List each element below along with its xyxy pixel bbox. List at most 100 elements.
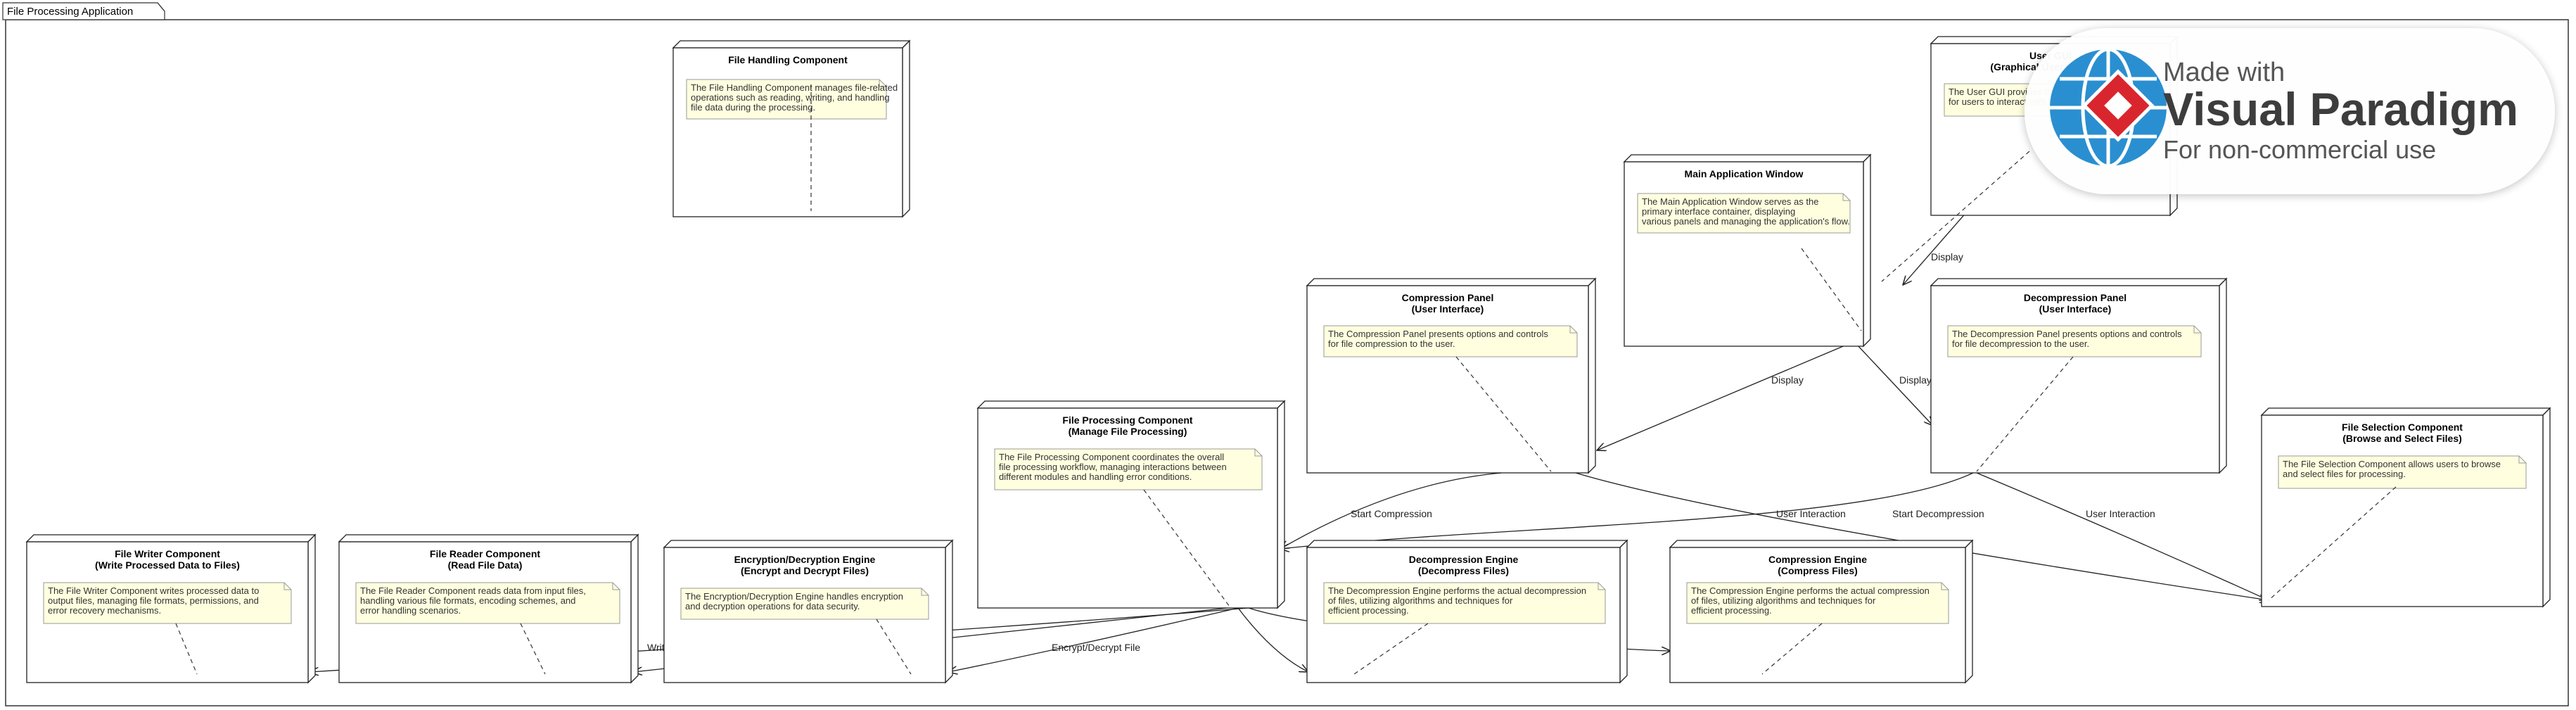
node-box [1624, 161, 1864, 347]
node-title: (Browse and Select Files) [2342, 433, 2462, 444]
watermark-line1: Made with [2163, 58, 2285, 87]
note-fold [612, 583, 620, 590]
visual-paradigm-watermark: Made with Visual Paradigm For non-commer… [2025, 28, 2555, 194]
node-box [672, 47, 903, 217]
node-title: (Read File Data) [448, 559, 523, 571]
edge-label: Display [1771, 374, 1804, 386]
note-anchor-line [876, 619, 912, 675]
edge-compression-panel-to-file-selection[interactable]: User Interaction [1575, 472, 2269, 600]
note: The File Selection Component allows user… [2278, 455, 2527, 489]
note-text: file data during the processing. [691, 102, 815, 113]
note-fold [1598, 583, 1605, 590]
node-box [2261, 414, 2544, 607]
node-top-face [1669, 540, 1974, 548]
node-side-face [630, 533, 639, 684]
note-anchor-line [520, 623, 546, 675]
note-fold [1569, 326, 1577, 334]
frame-title: File Processing Application [7, 6, 133, 18]
node-file-selection[interactable]: File Selection Component(Browse and Sele… [2260, 407, 2551, 608]
note-text: efficient processing. [1691, 605, 1772, 616]
edge-line [1280, 472, 1503, 549]
node-title: File Handling Component [728, 54, 848, 65]
edge-label: Display [1899, 374, 1932, 386]
node-title: Encryption/Decryption Engine [734, 554, 876, 565]
node-top-face [663, 540, 954, 548]
edge-label: Encrypt/Decrypt File [1052, 642, 1140, 653]
node-top-face [1306, 540, 1628, 548]
note: The Main Application Window serves as th… [1637, 193, 1851, 234]
node-compression-engine[interactable]: Compression Engine(Compress Files)The Co… [1669, 539, 1974, 684]
edge-decompression-panel-to-file-selection[interactable]: User Interaction [1976, 472, 2269, 600]
note-fold [879, 80, 886, 87]
note-text: The File Writer Component writes process… [48, 585, 259, 596]
node-side-face [1277, 400, 1285, 609]
note-body [1686, 582, 1949, 624]
note-text: error handling scenarios. [360, 605, 461, 616]
node-side-face [902, 39, 910, 218]
note: The Encryption/Decryption Engine handles… [680, 588, 929, 620]
note-anchor-line [1455, 356, 1552, 472]
node-file-processing[interactable]: File Processing Component(Manage File Pr… [976, 400, 1286, 609]
node-encryption-engine[interactable]: Encryption/Decryption Engine(Encrypt and… [663, 539, 954, 684]
edge-decompression-panel-to-file-processing[interactable]: Start Decompression [1280, 472, 1984, 549]
note-text: The Main Application Window serves as th… [1642, 196, 1818, 207]
note-anchor-line [1881, 151, 2030, 282]
note: The File Reader Component reads data fro… [355, 582, 620, 624]
node-top-face [338, 534, 639, 543]
node-title: (Manage File Processing) [1069, 426, 1187, 437]
node-decompression-engine[interactable]: Decompression Engine(Decompress Files) Th… [1306, 539, 1628, 684]
node-top-face [25, 534, 317, 543]
note-fold [1254, 449, 1262, 457]
note-text: handling various file formats, encoding … [360, 595, 575, 606]
node-top-face [1623, 154, 1872, 163]
note-text: for file compression to the user. [1328, 338, 1455, 349]
edge-main-window-to-decompression-panel[interactable]: Display [1856, 344, 1933, 426]
node-top-face [976, 400, 1286, 409]
note-body [680, 588, 929, 620]
note-text: The Encryption/Decryption Engine handles… [685, 591, 903, 602]
node-title: (Decompress Files) [1418, 565, 1509, 576]
note-text: The File Processing Component coordinate… [999, 452, 1224, 462]
node-compression-panel[interactable]: Compression Panel(User Interface)The Com… [1306, 277, 1597, 474]
node-file-reader[interactable]: File Reader Component(Read File Data)The… [338, 533, 639, 684]
note-text: The Compression Panel presents options a… [1328, 329, 1548, 339]
node-top-face [1930, 278, 2228, 286]
note-fold [2193, 326, 2201, 334]
note-text: of files, utilizing algorithms and techn… [1328, 595, 1513, 606]
note-text: The Compression Engine performs the actu… [1691, 585, 1930, 596]
note-text: The Decompression Engine performs the ac… [1328, 585, 1586, 596]
note-text: The File Selection Component allows user… [2283, 459, 2501, 469]
edge-main-window-to-compression-panel[interactable]: Display [1597, 344, 1847, 450]
note: The File Processing Component coordinate… [994, 448, 1263, 490]
note-fold [1941, 583, 1949, 590]
node-side-face [1863, 153, 1871, 348]
node-decompression-panel[interactable]: Decompression Panel(User Interface)The D… [1930, 277, 2228, 474]
note-body [1637, 193, 1851, 234]
node-top-face [1306, 278, 1597, 286]
note-text: and decryption operations for data secur… [685, 601, 860, 611]
edge-label: User Interaction [2086, 508, 2155, 519]
note-fold [2518, 456, 2526, 464]
edge-label: User Interaction [1776, 508, 1846, 519]
note-anchor-line [1976, 356, 2074, 472]
node-title: Compression Panel [1402, 292, 1494, 303]
note-text: output files, managing file formats, per… [48, 595, 259, 606]
node-title: Decompression Engine [1409, 554, 1519, 565]
note-anchor-line [1761, 623, 1823, 675]
note-text: The Decompression Panel presents options… [1952, 329, 2182, 339]
edge-compression-panel-to-file-processing[interactable]: Start Compression [1280, 472, 1503, 549]
note-body [355, 582, 620, 624]
note: The Decompression Panel presents options… [1947, 325, 2202, 357]
node-title: File Writer Component [115, 548, 220, 559]
node-file-writer[interactable]: File Writer Component(Write Processed Da… [25, 533, 317, 684]
note-fold [1842, 194, 1850, 201]
note-text: primary interface container, displaying [1642, 206, 1795, 217]
node-side-face [945, 539, 953, 684]
note: The Compression Engine performs the actu… [1686, 582, 1949, 624]
edge-file-processing-to-encryption-engine[interactable]: Encrypt/Decrypt File [948, 607, 1239, 672]
